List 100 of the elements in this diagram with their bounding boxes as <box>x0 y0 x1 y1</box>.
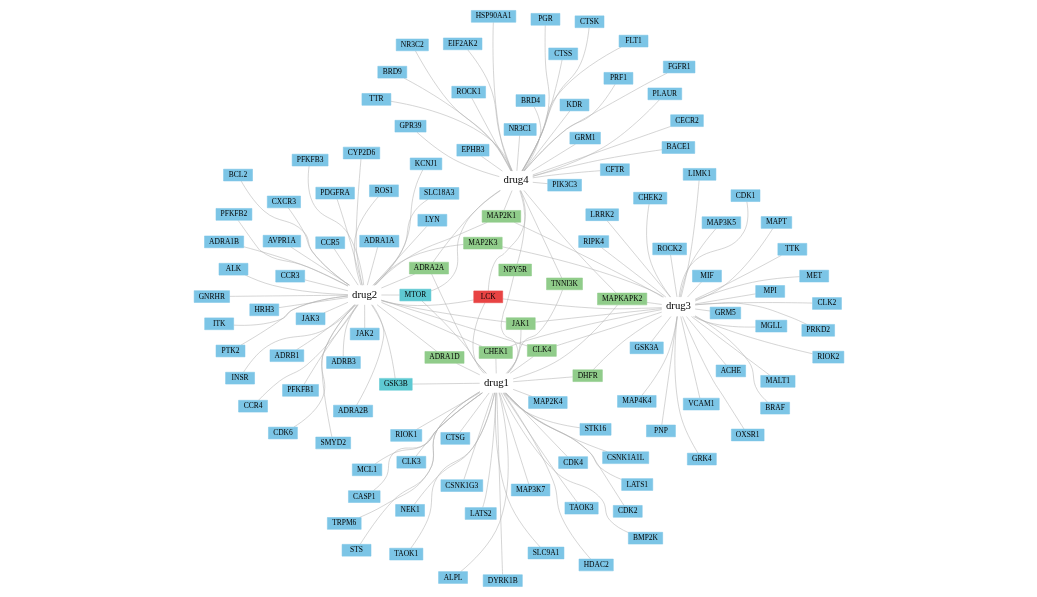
connector <box>504 392 622 480</box>
connector <box>244 274 348 295</box>
node-box: ADRA2A <box>408 261 449 275</box>
node-box: MAP2K1 <box>481 210 521 223</box>
connector <box>534 308 662 323</box>
connector <box>295 304 355 351</box>
node-box: CLK4 <box>526 344 557 357</box>
connector <box>376 304 437 352</box>
connector <box>504 392 624 506</box>
connector <box>694 255 782 300</box>
connector <box>455 363 480 376</box>
connector <box>694 308 710 312</box>
connector <box>503 190 512 211</box>
node-box: STS <box>341 544 371 557</box>
node-box: GRM1 <box>569 131 601 145</box>
node-box: ALPL <box>437 571 468 584</box>
node-text: drug2 <box>351 287 377 300</box>
connector <box>342 304 358 357</box>
connector <box>521 59 562 172</box>
node-box: GSK3A <box>629 341 664 354</box>
connector <box>694 302 807 325</box>
node-box: PRF1 <box>603 72 633 85</box>
node-box: CHEK2 <box>632 192 667 205</box>
connector <box>555 311 662 347</box>
connector <box>430 273 486 374</box>
connector <box>333 248 358 286</box>
node-box: LRRK2 <box>585 208 619 221</box>
connector <box>498 392 529 485</box>
node-box: ROCK1 <box>451 86 486 99</box>
connector <box>374 169 423 286</box>
node-box: BCL2 <box>222 168 253 182</box>
node-box: ADRA1D <box>424 351 464 364</box>
node-box: RIPK4 <box>577 235 609 248</box>
node-box: NR3C2 <box>395 38 429 52</box>
connector <box>694 293 756 305</box>
node-text: drug3 <box>665 299 691 312</box>
node-box: PFKFB1 <box>281 384 319 397</box>
node-box: ROCK2 <box>651 242 687 256</box>
connector <box>680 179 699 298</box>
connector <box>531 170 601 179</box>
connector <box>494 392 540 548</box>
connector <box>500 392 629 533</box>
node-box: MTOR <box>399 288 431 302</box>
connector <box>674 316 698 454</box>
node-box: PIK3C3 <box>546 179 582 192</box>
node-box: MAP3K7 <box>510 483 550 497</box>
connector <box>532 182 548 184</box>
node-box: MAP3K5 <box>701 216 741 229</box>
node-box: PFKFB2 <box>215 208 252 221</box>
connector <box>366 246 378 286</box>
connector <box>307 165 364 286</box>
connector <box>522 106 541 172</box>
connector <box>415 392 480 430</box>
node-box: CYP2D6 <box>342 146 380 160</box>
connector <box>257 304 358 401</box>
node-box: GSK3B <box>378 378 412 391</box>
node-box: CDK2 <box>612 505 642 518</box>
connector <box>694 276 800 301</box>
connector <box>669 254 677 298</box>
node-box: BRD4 <box>515 94 545 107</box>
connector <box>359 391 480 545</box>
node-box: ADRB1 <box>269 349 304 362</box>
connector <box>508 309 662 347</box>
connector <box>521 27 589 172</box>
node-box: TRPM6 <box>326 517 361 530</box>
node-box: CTSS <box>547 47 578 61</box>
node-box: LATS2 <box>464 507 497 520</box>
connector <box>414 50 511 172</box>
connector <box>416 131 500 177</box>
connector <box>466 49 512 172</box>
connector <box>679 228 716 298</box>
connector <box>363 304 365 329</box>
connector <box>504 392 608 453</box>
node-box: PFKFB3 <box>291 153 328 167</box>
connector <box>661 316 677 426</box>
node-box: LIMK1 <box>682 168 716 181</box>
connector <box>380 302 482 347</box>
connector <box>372 244 464 286</box>
node-box: GPR39 <box>394 120 426 133</box>
node-box: HRH3 <box>249 303 279 316</box>
node-box: INSR <box>224 372 255 385</box>
node-text: drug1 <box>483 375 509 388</box>
connector <box>501 246 664 298</box>
connector <box>415 392 482 457</box>
node-box: BACE1 <box>661 141 695 154</box>
connector <box>323 302 348 314</box>
node-box: RIOK2 <box>812 351 844 364</box>
connector <box>685 316 726 366</box>
connector <box>413 392 495 505</box>
node-box: NEK1 <box>394 504 425 517</box>
node-box: TTK <box>777 243 807 256</box>
node-box: CTSG <box>440 432 470 445</box>
connector <box>240 295 348 346</box>
connector <box>355 158 363 286</box>
node-box: BMP2K <box>627 532 663 545</box>
node-box: OXSR1 <box>730 428 764 442</box>
node-box: DYRK1B <box>482 574 523 587</box>
node-box: CCR5 <box>314 236 345 249</box>
node-box: FLT1 <box>618 34 648 48</box>
node-box: TTR <box>361 93 391 106</box>
